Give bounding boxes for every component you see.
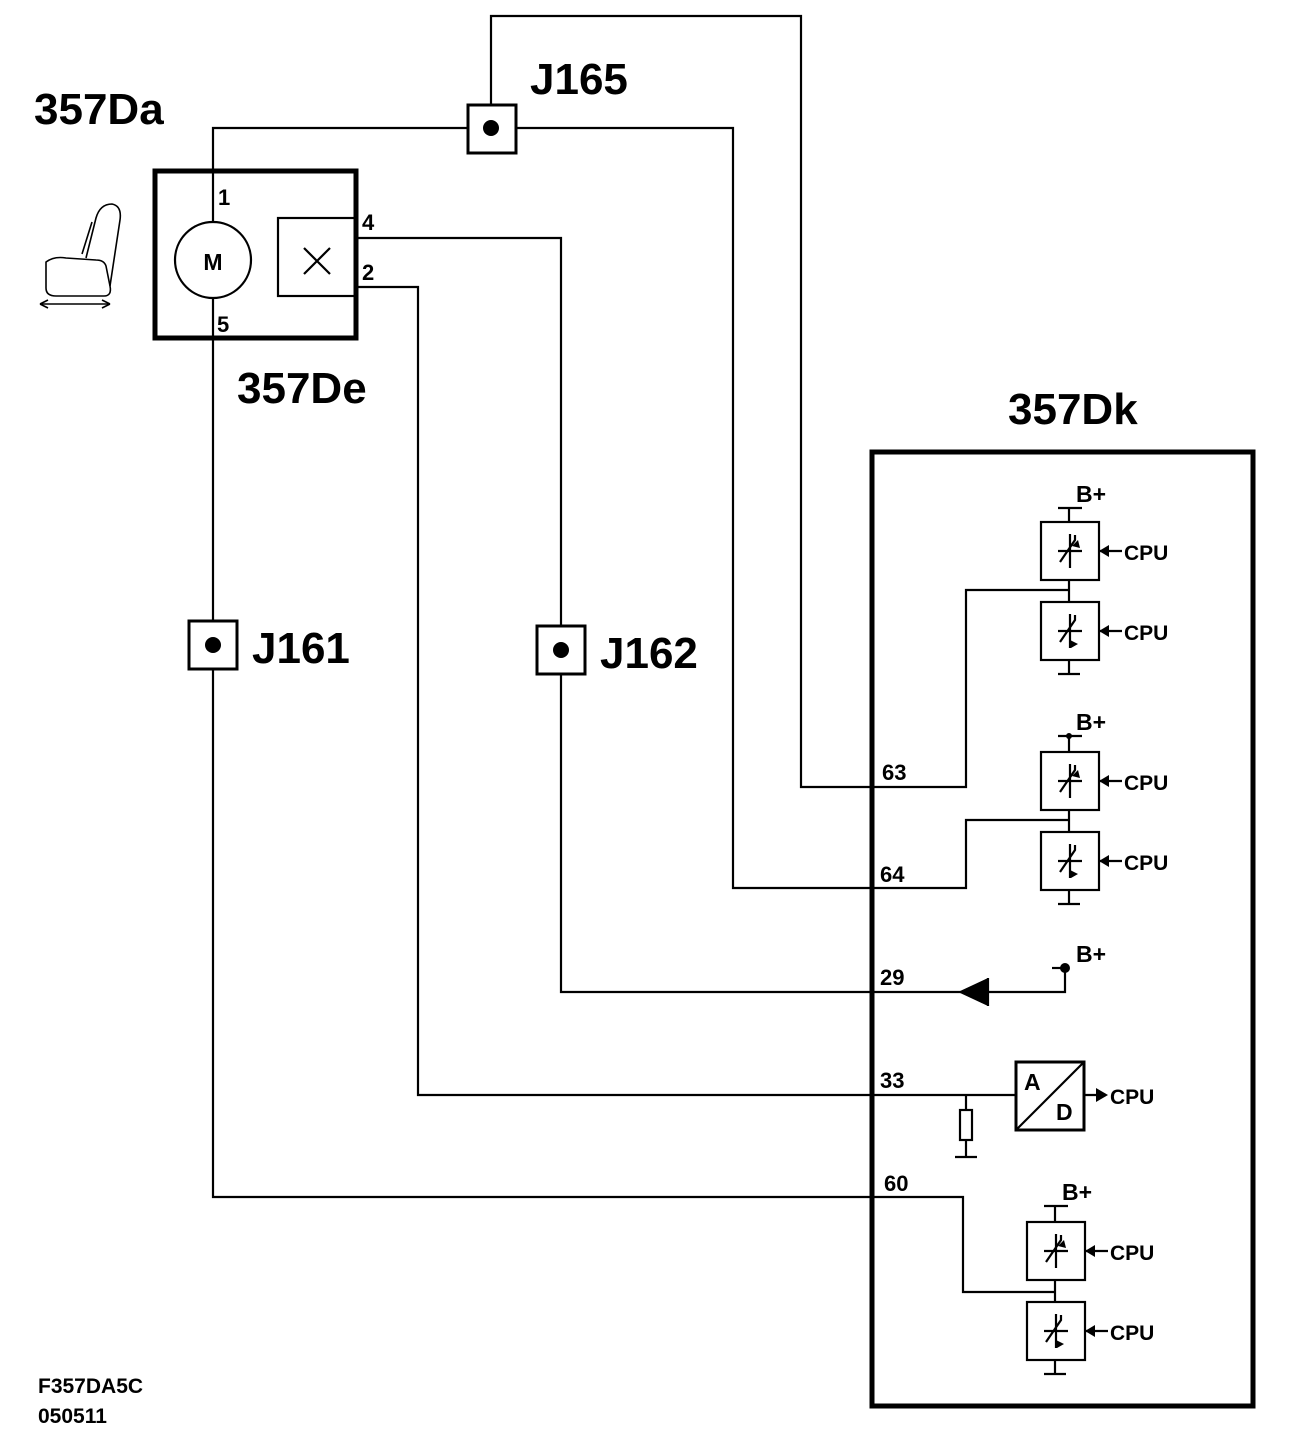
half-bridge-1 (1039, 506, 1122, 676)
adc-label-a: A (1024, 1069, 1041, 1095)
cpu-label-3a: CPU (1110, 1242, 1154, 1265)
sensor-pin-2: 2 (362, 260, 374, 285)
connector-j162-label: J162 (600, 629, 698, 678)
cu-pin-63: 63 (882, 760, 906, 785)
figure-code: F357DA5C (38, 1375, 143, 1398)
cu-pin-33: 33 (880, 1068, 904, 1093)
sensor-pin-4: 4 (362, 210, 375, 235)
supply-label-4: B+ (1062, 1179, 1092, 1205)
position-sensor-box (276, 216, 358, 298)
cpu-label-1a: CPU (1124, 542, 1168, 565)
cpu-label-adc: CPU (1110, 1086, 1154, 1109)
cu-pin-64: 64 (880, 862, 905, 887)
supply-label-1: B+ (1076, 481, 1106, 507)
connector-j161-label: J161 (252, 624, 350, 673)
supply-label-3: B+ (1076, 941, 1106, 967)
motor-letter: M (203, 249, 222, 275)
cu-pin-29: 29 (880, 965, 904, 990)
cpu-label-2a: CPU (1124, 772, 1168, 795)
motor-housing (152, 168, 359, 341)
wires (211, 14, 1069, 1294)
connector-j161 (187, 619, 239, 671)
label-position-sensor: 357De (237, 364, 367, 413)
half-bridge-2 (1039, 733, 1122, 906)
connector-j162 (535, 624, 587, 676)
label-seat-motor: 357Da (34, 85, 164, 134)
pin29-supply-diode (958, 963, 1070, 1006)
date-code: 050511 (38, 1405, 107, 1428)
cpu-label-1b: CPU (1124, 622, 1168, 645)
motor-pin-1: 1 (218, 185, 230, 210)
ad-converter (1014, 1060, 1108, 1132)
half-bridge-3 (1025, 1204, 1108, 1376)
cu-pin-60: 60 (884, 1171, 908, 1196)
label-control-unit: 357Dk (1008, 385, 1138, 434)
cpu-label-2b: CPU (1124, 852, 1168, 875)
seat-icon (39, 203, 122, 309)
supply-label-2: B+ (1076, 709, 1106, 735)
sensor-cross-icon (303, 247, 331, 275)
motor-pin-5: 5 (217, 312, 229, 337)
connector-j165 (466, 103, 518, 155)
connector-j165-label: J165 (530, 55, 628, 104)
cpu-label-3b: CPU (1110, 1322, 1154, 1345)
control-unit-box (869, 449, 1256, 1409)
adc-label-d: D (1056, 1099, 1073, 1125)
